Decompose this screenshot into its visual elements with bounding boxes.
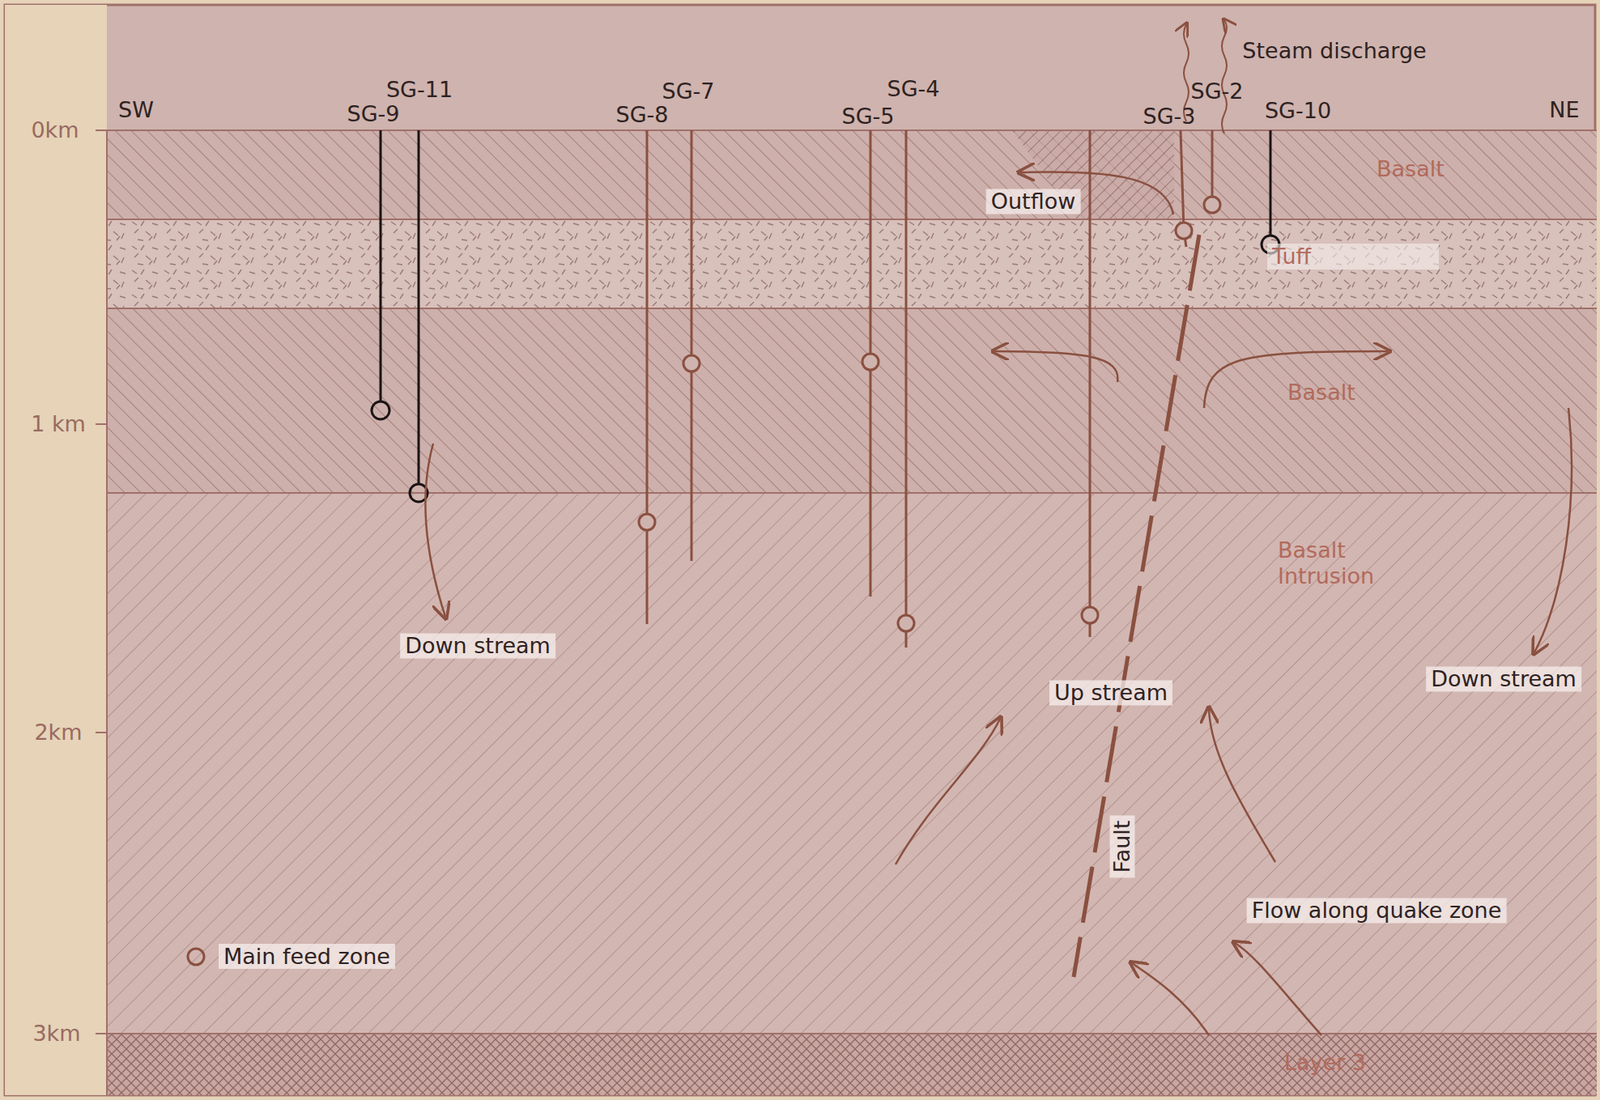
legend-text: Main feed zone bbox=[218, 944, 396, 970]
well-name: SG-4 bbox=[887, 76, 941, 102]
depth-tick: 0km bbox=[30, 117, 79, 143]
well-name: SG-5 bbox=[842, 103, 895, 129]
well-name: SG-3 bbox=[1143, 103, 1196, 129]
well-name: SG-9 bbox=[347, 101, 400, 127]
flow-label: Flow along quake zone bbox=[1246, 897, 1507, 924]
direction-label: SW bbox=[118, 97, 154, 123]
layer-name: Basalt Intrusion bbox=[1277, 537, 1424, 591]
flow-label: Steam discharge bbox=[1242, 38, 1426, 64]
layer-name: Basalt bbox=[1287, 379, 1450, 406]
layer-name: Layer 3 bbox=[1284, 1050, 1447, 1077]
layer-name: Basalt bbox=[1376, 156, 1539, 183]
layer-name: Tuff bbox=[1267, 243, 1439, 270]
rock-layer: Basalt bbox=[106, 130, 1597, 220]
flow-label: Down stream bbox=[400, 633, 556, 659]
flow-label: Outflow bbox=[986, 188, 1081, 214]
well-name: SG-10 bbox=[1264, 97, 1332, 124]
depth-tick: 1 km bbox=[30, 411, 86, 437]
depth-tick: 3km bbox=[32, 1021, 81, 1047]
feed-zone-symbol bbox=[184, 945, 208, 969]
rock-layer: Tuff bbox=[106, 219, 1597, 309]
well-name: SG-8 bbox=[616, 102, 669, 128]
well-name: SG-11 bbox=[386, 76, 453, 103]
well-name: SG-2 bbox=[1191, 78, 1244, 104]
direction-label: NE bbox=[1548, 97, 1579, 123]
rock-layer: Layer 3 bbox=[106, 1034, 1597, 1096]
fault-label: Fault bbox=[1109, 816, 1135, 879]
depth-tick: 2km bbox=[34, 719, 82, 745]
well-name: SG-7 bbox=[662, 78, 715, 104]
flow-label: Down stream bbox=[1425, 666, 1582, 692]
flow-label: Up stream bbox=[1049, 680, 1173, 706]
legend-row: Main feed zone bbox=[184, 944, 396, 970]
rock-layer: Basalt bbox=[106, 308, 1597, 494]
